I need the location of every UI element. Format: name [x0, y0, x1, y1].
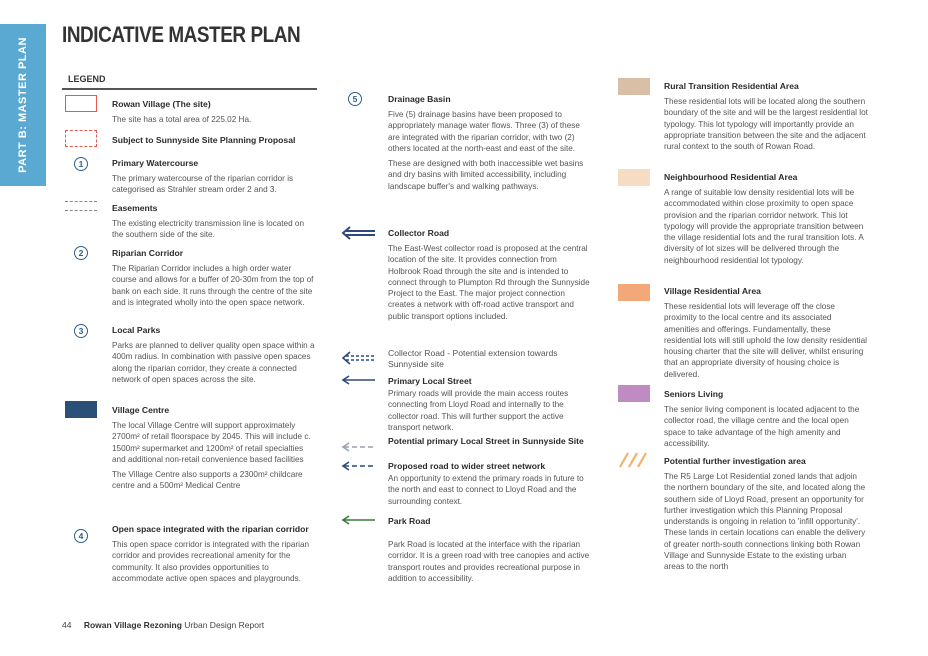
legend-item-text: These are designed with both inaccessibl…	[388, 159, 584, 191]
legend-item-text: The Village Centre also supports a 2300m…	[112, 470, 303, 491]
legend-item-title: Seniors Living	[664, 389, 724, 399]
primary-street-arrow-icon	[341, 375, 375, 385]
marker-4-icon: 4	[74, 529, 88, 543]
legend-item-park-road: Park Road Park Road is located at the in…	[388, 516, 590, 588]
seniors-living-swatch	[618, 385, 650, 402]
legend-item-rural-transition: Rural Transition Residential Area These …	[664, 81, 868, 156]
marker-3-icon: 3	[74, 324, 88, 338]
legend-item-text: The local Village Centre will support ap…	[112, 421, 311, 464]
legend-item-text: Park Road is located at the interface wi…	[388, 540, 590, 583]
legend-item-investigation-area: Potential further investigation area The…	[664, 456, 868, 577]
legend-item-text: A range of suitable low density resident…	[664, 188, 864, 265]
legend-item-title: Subject to Sunnyside Site Planning Propo…	[112, 135, 296, 145]
legend-item-title: Village Residential Area	[664, 286, 761, 296]
village-centre-swatch	[65, 401, 97, 418]
legend-item-title: Proposed road to wider street network	[388, 461, 546, 471]
easement-symbol	[65, 201, 97, 211]
legend-item-rowan-village: Rowan Village (The site) The site has a …	[112, 99, 317, 129]
page-title: INDICATIVE MASTER PLAN	[62, 22, 301, 47]
legend-item-title: Rural Transition Residential Area	[664, 81, 799, 91]
legend-item-text: The Riparian Corridor includes a high or…	[112, 264, 314, 307]
marker-1-icon: 1	[74, 157, 88, 171]
report-title: Rowan Village Rezoning	[83, 620, 182, 630]
report-type: Urban Design Report	[184, 620, 265, 630]
legend-heading: LEGEND	[68, 74, 106, 84]
rural-transition-swatch	[618, 78, 650, 95]
legend-item-drainage-basin: Drainage Basin Five (5) drainage basins …	[388, 94, 590, 196]
legend-item-title: Open space integrated with the riparian …	[112, 524, 309, 534]
wider-network-arrow-icon	[341, 461, 375, 471]
site-boundary-symbol	[65, 95, 97, 112]
legend-item-title: Rowan Village (The site)	[112, 99, 211, 109]
page-footer: 44 Rowan Village Rezoning Urban Design R…	[62, 620, 264, 630]
legend-item-collector-extension: Collector Road - Potential extension tow…	[388, 348, 590, 374]
legend-item-title: Village Centre	[112, 405, 170, 415]
legend-item-title: Potential primary Local Street in Sunnys…	[388, 436, 584, 446]
investigation-area-hatch-icon	[619, 452, 647, 468]
legend-item-title: Neighbourhood Residential Area	[664, 172, 798, 182]
legend-item-local-parks: Local Parks Parks are planned to deliver…	[112, 325, 317, 389]
legend-item-village-centre: Village Centre The local Village Centre …	[112, 405, 317, 496]
legend-item-easements: Easements The existing electricity trans…	[112, 203, 317, 245]
marker-5-icon: 5	[348, 92, 362, 106]
legend-item-text: The East-West collector road is proposed…	[388, 244, 590, 321]
collector-extension-arrow-icon	[341, 351, 375, 365]
legend-item-primary-watercourse: Primary Watercourse The primary watercou…	[112, 158, 317, 200]
section-tab-label: PART B: MASTER PLAN	[17, 37, 29, 173]
legend-item-title: Potential further investigation area	[664, 456, 806, 466]
legend-item-text: This open space corridor is integrated w…	[112, 540, 310, 583]
legend-item-title: Primary Local Street	[388, 376, 472, 386]
legend-item-text: The senior living component is located a…	[664, 405, 860, 448]
legend-item-open-space: Open space integrated with the riparian …	[112, 524, 317, 588]
legend-item-title: Primary Watercourse	[112, 158, 199, 168]
park-road-arrow-icon	[341, 515, 375, 525]
legend-item-title: Collector Road	[388, 228, 450, 238]
legend-item-collector-road: Collector Road The East-West collector r…	[388, 228, 590, 326]
marker-2-icon: 2	[74, 246, 88, 260]
legend-item-text: These residential lots will be located a…	[664, 97, 868, 152]
legend-item-sunnyside-proposal: Subject to Sunnyside Site Planning Propo…	[112, 135, 317, 150]
section-tab: PART B: MASTER PLAN	[0, 24, 46, 186]
legend-item-potential-local-street: Potential primary Local Street in Sunnys…	[388, 436, 590, 451]
legend-item-seniors-living: Seniors Living The senior living compone…	[664, 389, 868, 453]
legend-item-title: Collector Road - Potential extension tow…	[388, 348, 558, 369]
legend-item-title: Local Parks	[112, 325, 161, 335]
legend-item-text: An opportunity to extend the primary roa…	[388, 474, 584, 506]
legend-item-text: Five (5) drainage basins have been propo…	[388, 110, 580, 153]
legend-item-title: Riparian Corridor	[112, 248, 184, 258]
legend-item-wider-network: Proposed road to wider street network An…	[388, 461, 590, 511]
legend-item-text: The existing electricity transmission li…	[112, 219, 305, 240]
neighbourhood-swatch	[618, 169, 650, 186]
legend-item-text: The R5 Large Lot Residential zoned lands…	[664, 472, 866, 572]
legend-item-text: Parks are planned to deliver quality ope…	[112, 341, 315, 384]
legend-item-neighbourhood: Neighbourhood Residential Area A range o…	[664, 172, 868, 270]
legend-item-text: The primary watercourse of the riparian …	[112, 174, 294, 195]
planning-proposal-symbol	[65, 130, 97, 147]
page-number: 44	[62, 620, 72, 630]
legend-item-title: Drainage Basin	[388, 94, 451, 104]
legend-item-text: These residential lots will leverage off…	[664, 302, 867, 379]
legend-item-primary-local-street: Primary Local Street Primary roads will …	[388, 376, 590, 437]
legend-item-text: Primary roads will provide the main acce…	[388, 389, 569, 432]
village-residential-swatch	[618, 284, 650, 301]
collector-road-arrow-icon	[341, 226, 375, 240]
legend-item-riparian-corridor: Riparian Corridor The Riparian Corridor …	[112, 248, 317, 312]
legend-item-village-residential: Village Residential Area These residenti…	[664, 286, 868, 384]
legend-divider	[62, 88, 317, 90]
legend-item-title: Park Road	[388, 516, 431, 526]
potential-street-arrow-icon	[341, 442, 375, 452]
legend-item-title: Easements	[112, 203, 158, 213]
legend-item-text: The site has a total area of 225.02 Ha.	[112, 115, 252, 124]
